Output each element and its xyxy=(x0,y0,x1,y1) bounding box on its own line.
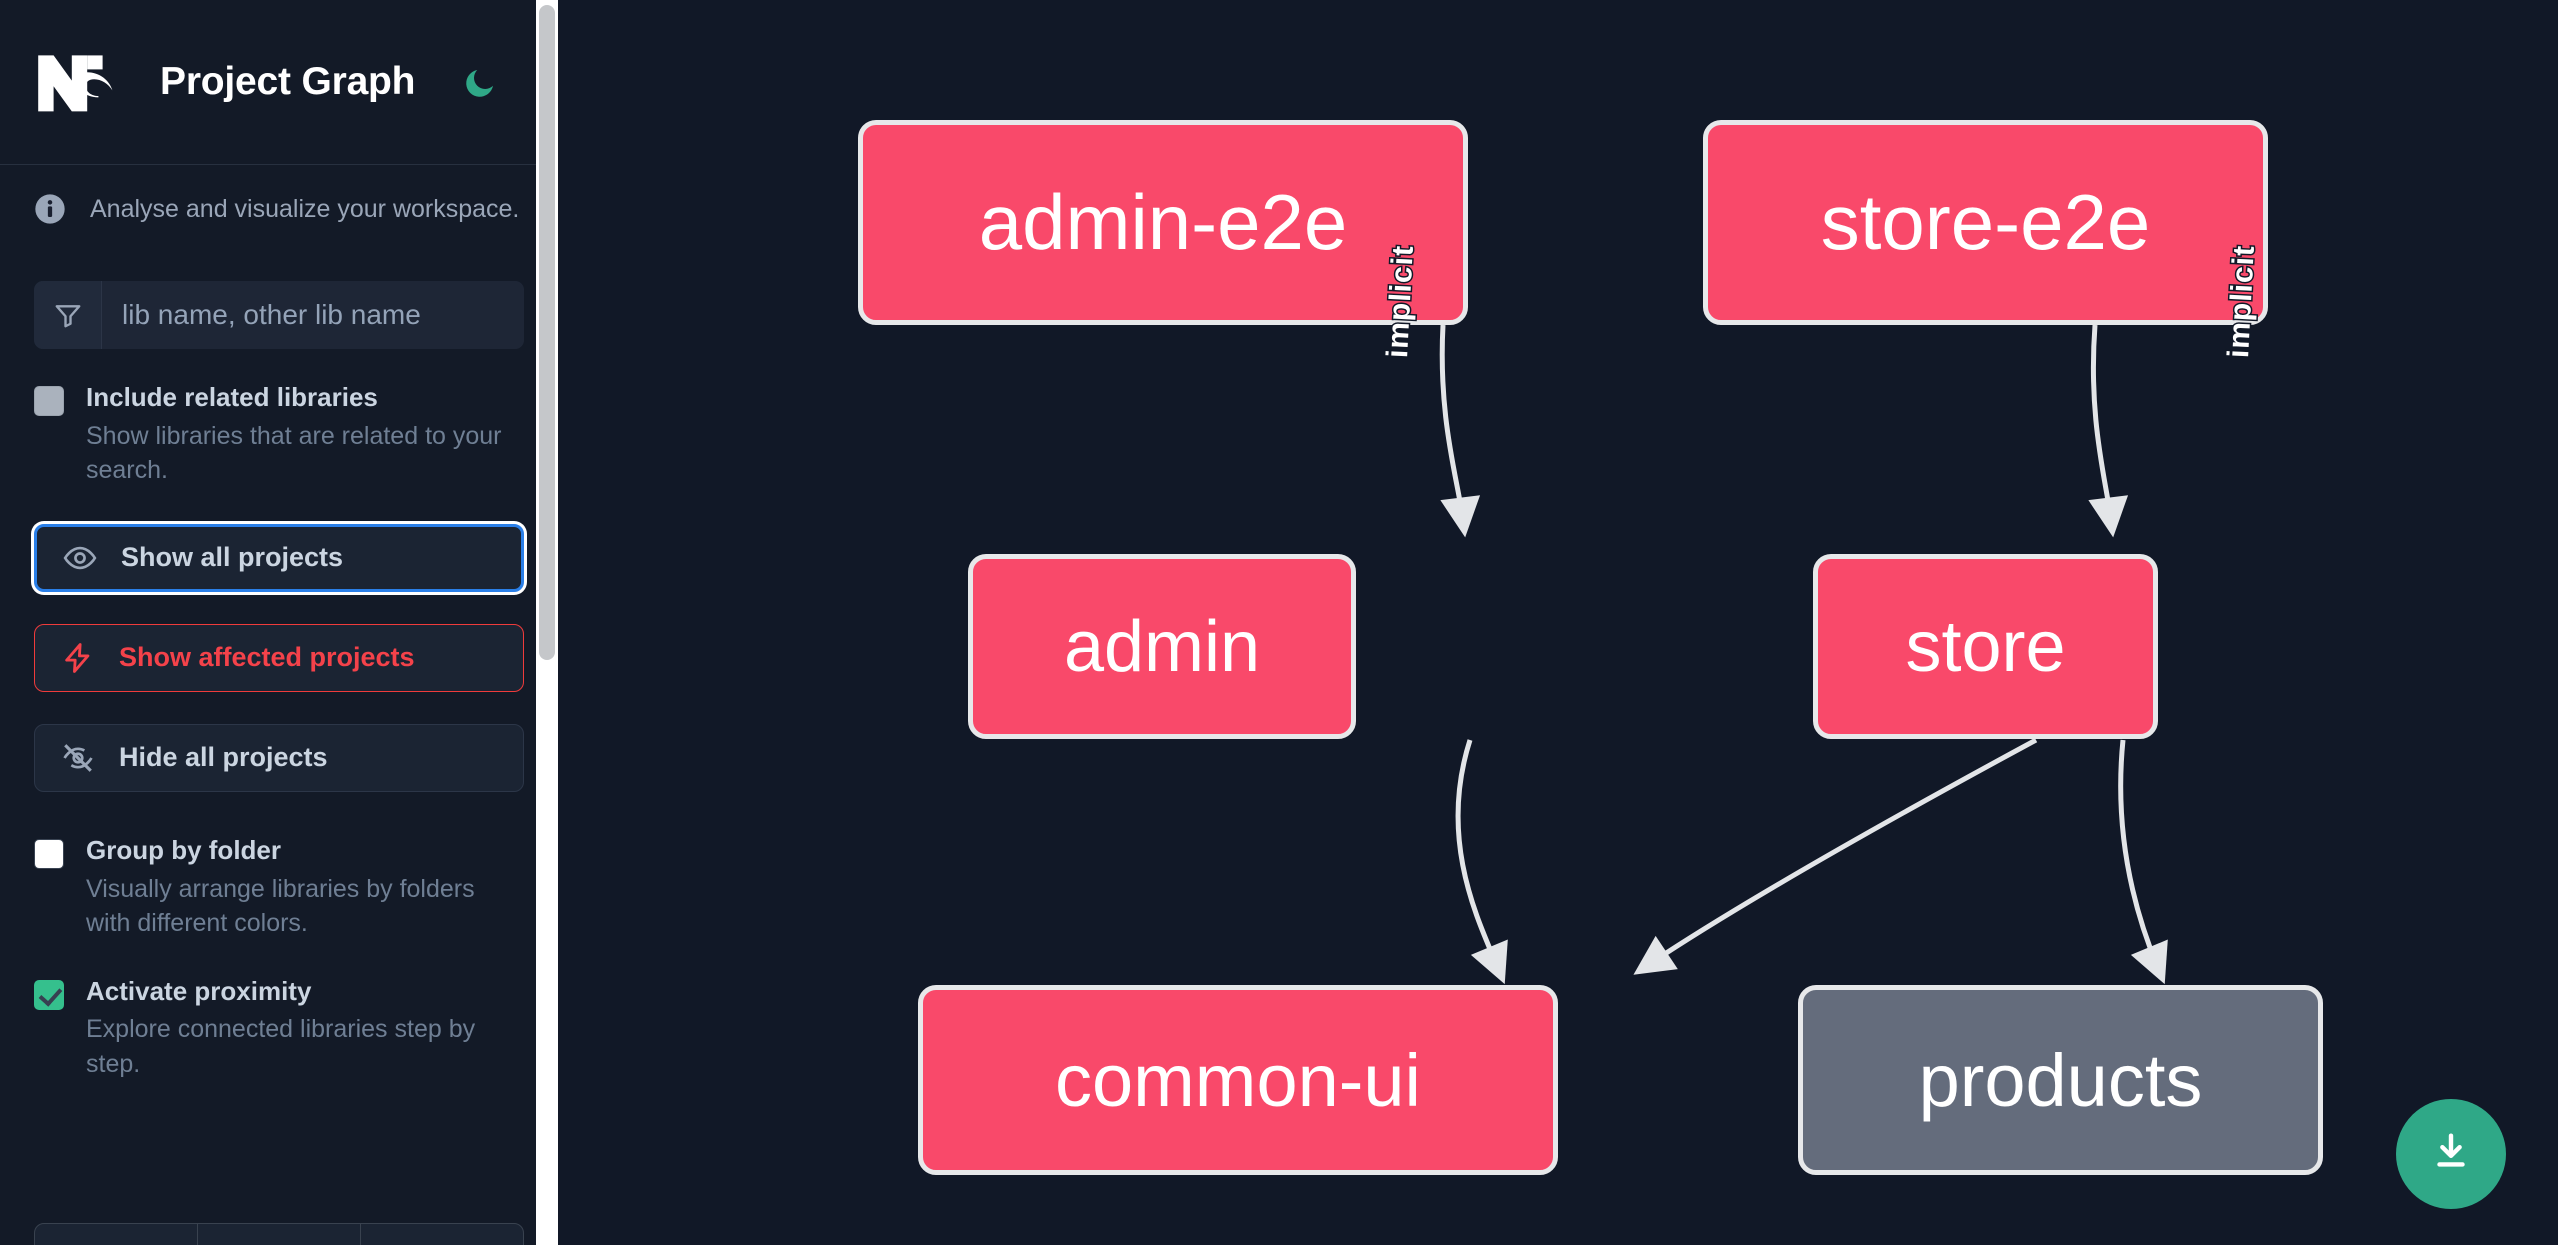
activate-proximity-label: Activate proximity xyxy=(86,975,312,1006)
download-icon xyxy=(2428,1129,2474,1180)
option-activate-proximity[interactable]: Activate proximity Explore connected lib… xyxy=(0,975,558,1082)
nx-logo-icon xyxy=(34,51,118,113)
edge-admin-e2e-to-admin xyxy=(1439,324,1481,538)
hide-all-projects-button[interactable]: Hide all projects xyxy=(34,723,524,792)
sidebar: Project Graph Analyse and visualize your… xyxy=(0,0,558,1245)
sidebar-scrollbar[interactable] xyxy=(536,0,558,1245)
show-all-projects-button[interactable]: Show all projects xyxy=(34,523,524,592)
graph-node-label: store xyxy=(1905,606,2066,687)
include-related-checkbox[interactable] xyxy=(34,386,64,416)
graph-node-admin-e2e[interactable]: admin-e2e xyxy=(858,120,1468,325)
edge-store-to-common-ui xyxy=(1633,737,2038,975)
group-by-folder-description: Visually arrange libraries by folders wi… xyxy=(86,874,475,938)
sidebar-header: Project Graph xyxy=(0,0,558,165)
segment-3[interactable] xyxy=(361,1224,523,1245)
edge-store-e2e-to-store xyxy=(2088,324,2129,538)
option-include-related-libraries[interactable]: Include related libraries Show libraries… xyxy=(0,381,558,488)
page-title: Project Graph xyxy=(160,60,416,103)
graph-node-label: admin-e2e xyxy=(978,178,1348,266)
proximity-segmented-control[interactable] xyxy=(34,1223,524,1245)
info-icon xyxy=(34,193,66,225)
group-by-folder-checkbox[interactable] xyxy=(34,838,64,869)
edge-store-to-products xyxy=(2118,739,2168,985)
graph-node-products[interactable]: products xyxy=(1798,985,2323,1175)
filter-icon xyxy=(34,281,102,349)
graph-node-label: common-ui xyxy=(1055,1038,1421,1122)
graph-node-admin[interactable]: admin xyxy=(968,554,1356,739)
moon-icon[interactable] xyxy=(459,60,503,104)
graph-node-label: store-e2e xyxy=(1820,178,2151,266)
include-related-label: Include related libraries xyxy=(86,382,378,412)
info-banner: Analyse and visualize your workspace. xyxy=(0,165,558,251)
eye-icon xyxy=(63,541,105,575)
graph-canvas[interactable]: implicit implicit admin-e2e store-e2e ad… xyxy=(558,0,2558,1245)
segment-2[interactable] xyxy=(198,1224,361,1245)
segment-1[interactable] xyxy=(35,1224,198,1245)
activate-proximity-checkbox[interactable] xyxy=(34,979,64,1010)
lightning-icon xyxy=(61,641,103,675)
edge-admin-to-common-ui xyxy=(1455,739,1508,985)
sidebar-scrollbar-thumb[interactable] xyxy=(539,5,555,660)
include-related-description: Show libraries that are related to your … xyxy=(86,421,502,485)
show-all-projects-label: Show all projects xyxy=(121,542,344,573)
graph-edges xyxy=(1439,324,2168,985)
show-affected-projects-button[interactable]: Show affected projects xyxy=(34,623,524,692)
search-field[interactable] xyxy=(34,281,524,349)
graph-node-store-e2e[interactable]: store-e2e xyxy=(1703,120,2268,325)
graph-node-label: admin xyxy=(1063,606,1261,687)
eye-off-icon xyxy=(61,741,103,775)
graph-node-common-ui[interactable]: common-ui xyxy=(918,985,1558,1175)
option-group-by-folder[interactable]: Group by folder Visually arrange librari… xyxy=(0,834,558,941)
search-input[interactable] xyxy=(102,281,524,349)
graph-node-store[interactable]: store xyxy=(1813,554,2158,739)
info-banner-text: Analyse and visualize your workspace. xyxy=(90,194,520,223)
show-affected-projects-label: Show affected projects xyxy=(119,642,415,673)
hide-all-projects-label: Hide all projects xyxy=(119,742,328,773)
download-graph-button[interactable] xyxy=(2396,1099,2506,1209)
activate-proximity-description: Explore connected libraries step by step… xyxy=(86,1015,476,1078)
group-by-folder-label: Group by folder xyxy=(86,834,281,865)
graph-node-label: products xyxy=(1918,1038,2203,1122)
